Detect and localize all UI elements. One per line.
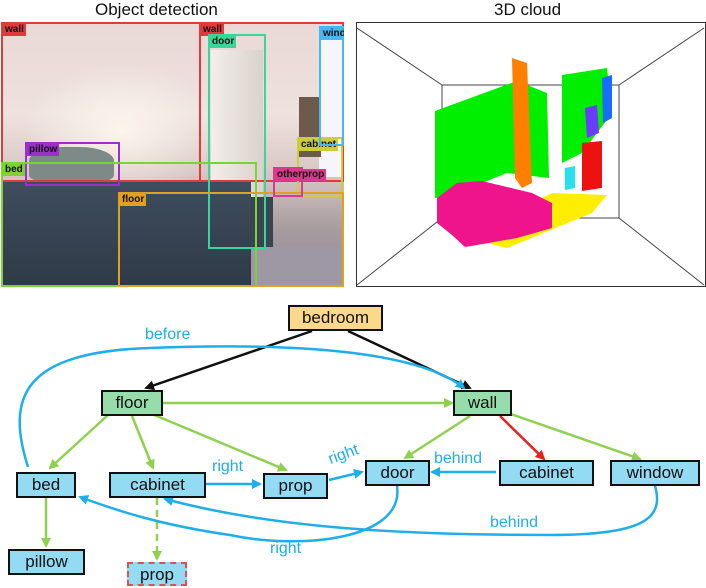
detection-box-otherprop: otherprop bbox=[273, 167, 327, 197]
detection-label: otherprop bbox=[275, 169, 327, 181]
detection-box-door: door bbox=[208, 34, 266, 249]
node-bed: bed bbox=[16, 472, 76, 498]
edge-wall-cabinet bbox=[499, 415, 546, 461]
node-bedroom: bedroom bbox=[288, 305, 383, 331]
edge-window-cabinet-behind bbox=[163, 485, 659, 537]
window-shape bbox=[319, 32, 344, 177]
detection-label: door bbox=[210, 36, 237, 48]
edge-label-right-cabinet-prop: right bbox=[212, 458, 244, 475]
cloud-cabinet-red bbox=[582, 141, 602, 191]
cloud-bed-magenta bbox=[437, 181, 552, 247]
node-window: window bbox=[610, 460, 700, 486]
panel-title-3d-cloud: 3D cloud bbox=[494, 0, 562, 19]
node-cabinet-left: cabinet bbox=[109, 472, 206, 498]
edge-prop-door-right bbox=[328, 469, 364, 482]
detection-box-window: window bbox=[319, 26, 344, 146]
cloud-window-blue bbox=[602, 75, 612, 123]
object-detection-photo: wall wall door cabinet window pillow bed… bbox=[1, 22, 344, 287]
edge-label-behind-window-cabinet: behind bbox=[490, 514, 539, 531]
detection-box-pillow: pillow bbox=[25, 142, 120, 186]
detection-label: pillow bbox=[27, 144, 60, 156]
detection-label: wall bbox=[201, 24, 224, 36]
node-pillow: pillow bbox=[8, 549, 85, 575]
node-cabinet-right: cabinet bbox=[499, 460, 594, 486]
detection-label: cabinet bbox=[299, 139, 339, 151]
detection-box-floor: floor bbox=[118, 192, 344, 287]
node-floor: floor bbox=[101, 390, 163, 416]
edge-bedroom-floor bbox=[144, 329, 313, 391]
node-prop: prop bbox=[263, 473, 328, 499]
edge-floor-bed bbox=[48, 414, 109, 470]
node-door: door bbox=[365, 460, 430, 486]
edge-label-before: before bbox=[145, 326, 191, 343]
cloud-prop-purple bbox=[585, 105, 599, 138]
panel-title-object-detection: Object detection bbox=[95, 0, 218, 19]
edge-floor-cabinet bbox=[130, 415, 155, 470]
detection-label: window bbox=[321, 28, 344, 40]
edge-label-right-door-bed: right bbox=[270, 540, 302, 557]
3d-cloud-svg bbox=[356, 27, 705, 286]
cloud-prop-cyan bbox=[565, 166, 575, 190]
node-prop-dashed: prop bbox=[127, 562, 187, 586]
carpet-shape bbox=[241, 247, 344, 287]
cloud-door-orange bbox=[512, 58, 532, 188]
edge-wall-door bbox=[403, 414, 471, 460]
edge-bed-wall-before bbox=[18, 345, 466, 468]
detection-label: wall bbox=[3, 24, 26, 36]
detection-label: floor bbox=[120, 194, 147, 206]
edge-door-bed-right bbox=[78, 485, 399, 543]
edge-label-behind-cabinet-door: behind bbox=[434, 450, 483, 467]
edge-wall-window bbox=[507, 411, 642, 462]
node-wall: wall bbox=[453, 390, 512, 416]
3d-cloud-panel bbox=[356, 22, 706, 287]
detection-label: bed bbox=[3, 164, 25, 176]
edge-floor-prop bbox=[151, 412, 288, 472]
